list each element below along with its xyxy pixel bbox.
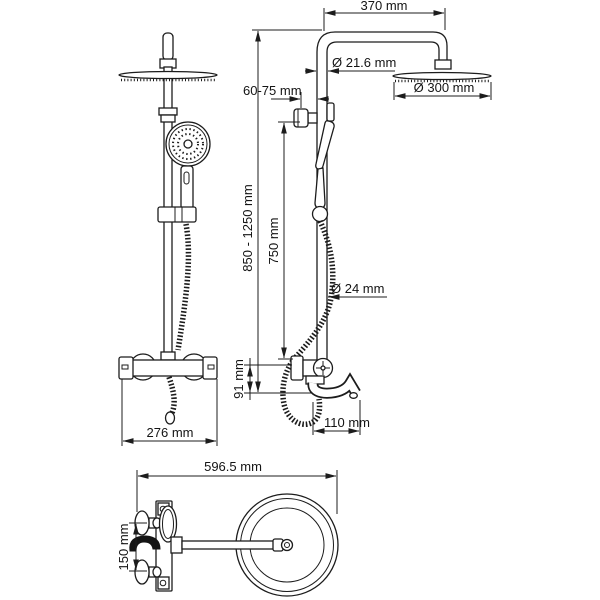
side-hand-shower: [311, 120, 335, 223]
dim-overall-depth: 596.5 mm: [136, 459, 338, 514]
hand-shower-handle-slot: [183, 171, 190, 185]
dim-mixer-body-span-label: 150 mm: [116, 524, 131, 571]
front-shower-hose: [175, 223, 192, 351]
front-hand-shower: [165, 121, 211, 210]
dim-spout-reach: 110 mm: [312, 400, 370, 435]
top-hand-shower: [158, 505, 178, 543]
top-arm: [170, 536, 294, 554]
front-view: 276 mm: [118, 32, 218, 446]
dim-arm-pipe-diameter-label: Ø 21.6 mm: [332, 55, 396, 70]
dim-head-diameter: Ø 300 mm: [393, 80, 492, 100]
side-column-and-arm: [316, 31, 448, 360]
dim-spout-reach-label: 110 mm: [324, 415, 370, 430]
dim-spout-drop-label: 91 mm: [231, 359, 246, 399]
dim-column-height: 750 mm: [266, 121, 300, 360]
side-rain-head: [392, 59, 492, 83]
dim-overall-height-label: 850 - 1250 mm: [240, 184, 255, 271]
front-slider-clamp: [157, 206, 197, 223]
dim-overall-depth-label: 596.5 mm: [204, 459, 262, 474]
top-view: 596.5 mm 150 mm: [116, 459, 339, 597]
front-rain-head: [118, 70, 218, 82]
front-hose-outlet: [164, 376, 177, 425]
dim-arm-reach-label: 370 mm: [361, 0, 408, 13]
side-view: 370 mm Ø 21.6 mm Ø 300 mm 60-75 mm: [231, 0, 492, 435]
side-hose-holder: [311, 205, 329, 223]
dim-mixer-width-label: 276 mm: [147, 425, 194, 440]
front-column-pipe: [159, 32, 177, 361]
dim-column-diameter-label: Ø 24 mm: [331, 281, 384, 296]
side-mixer-valve: [290, 355, 334, 381]
side-shower-hose: [280, 219, 336, 428]
dim-spout-drop: 91 mm: [231, 358, 292, 400]
dim-wall-clearance: 60-75 mm: [243, 83, 329, 108]
dim-arm-pipe-diameter: Ø 21.6 mm: [305, 55, 396, 74]
dim-arm-reach: 370 mm: [323, 0, 446, 31]
front-pipe-connector: [158, 107, 178, 123]
dim-column-diameter: Ø 24 mm: [328, 281, 387, 300]
side-bath-spout: [305, 372, 361, 399]
dim-wall-clearance-label: 60-75 mm: [243, 83, 302, 98]
dim-head-diameter-label: Ø 300 mm: [414, 80, 475, 95]
dim-mixer-width: 276 mm: [121, 379, 218, 446]
front-mixer-bar: [118, 351, 218, 381]
dim-column-height-label: 750 mm: [266, 218, 281, 265]
dim-mixer-body-span: 150 mm: [116, 522, 147, 572]
dim-overall-height: 850 - 1250 mm: [240, 29, 322, 394]
